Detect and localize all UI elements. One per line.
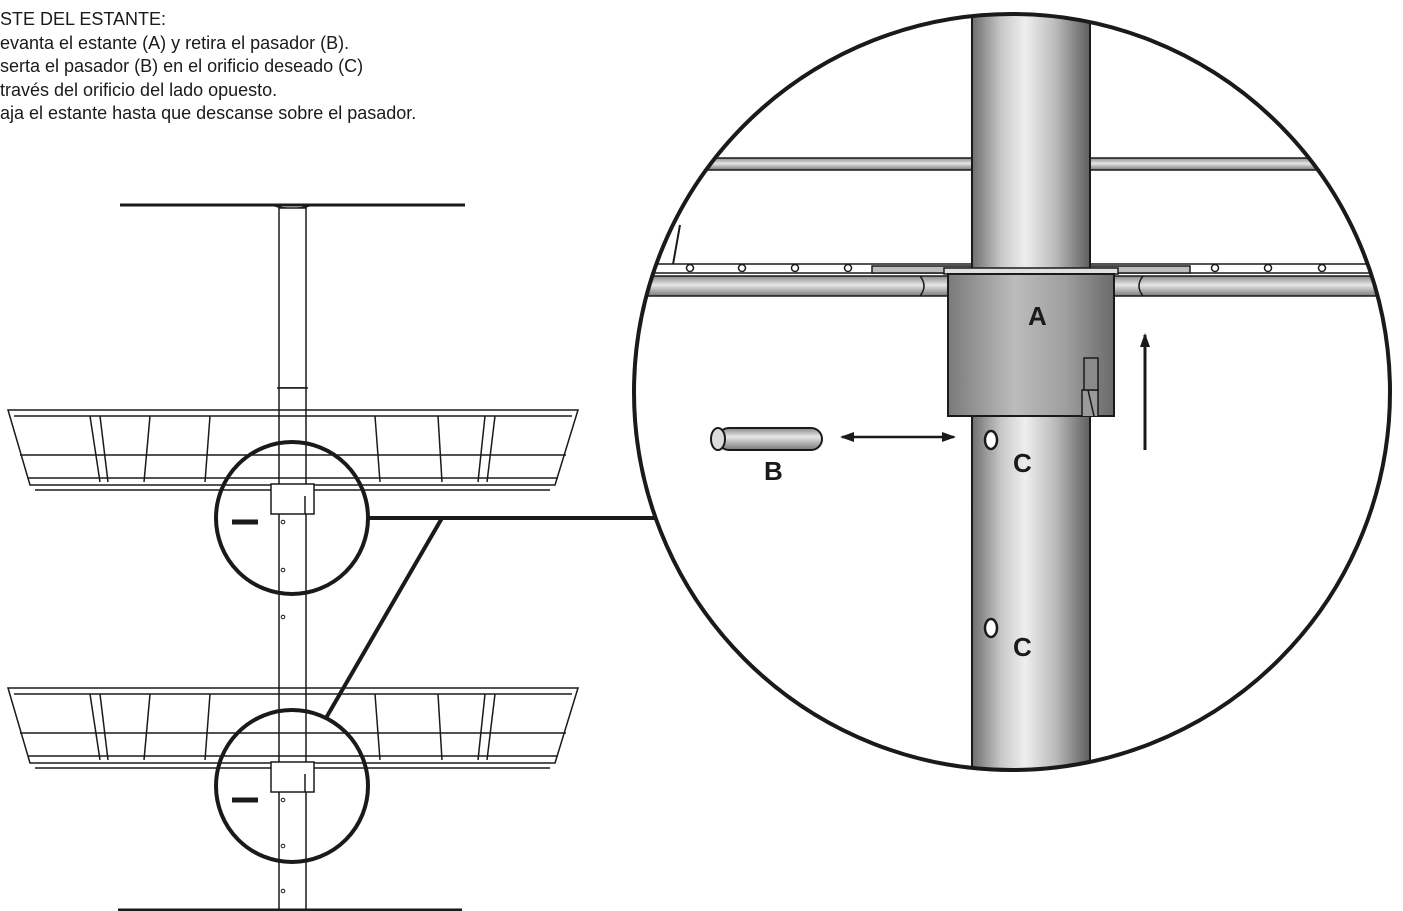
label-c-lower: C xyxy=(1013,632,1032,662)
pin-b xyxy=(710,427,823,451)
instruction-line-3: través del orificio del lado opuesto. xyxy=(0,79,278,100)
detail-zoom: A B C C xyxy=(632,12,1392,772)
instruction-line-2: serta el pasador (B) en el orificio dese… xyxy=(0,56,364,76)
instruction-line-1: evanta el estante (A) y retira el pasado… xyxy=(0,32,350,53)
lower-shelf-basket xyxy=(6,687,580,769)
instructions-text: STE DEL ESTANTE: evanta el estante (A) y… xyxy=(0,8,416,126)
label-b: B xyxy=(764,456,783,486)
label-c-upper: C xyxy=(1013,448,1032,478)
label-a: A xyxy=(1028,301,1047,331)
instruction-line-4: aja el estante hasta que descanse sobre … xyxy=(0,103,417,123)
callout-lines xyxy=(324,516,668,720)
rack-overview xyxy=(6,203,580,911)
instructions-heading: STE DEL ESTANTE: xyxy=(0,9,167,29)
